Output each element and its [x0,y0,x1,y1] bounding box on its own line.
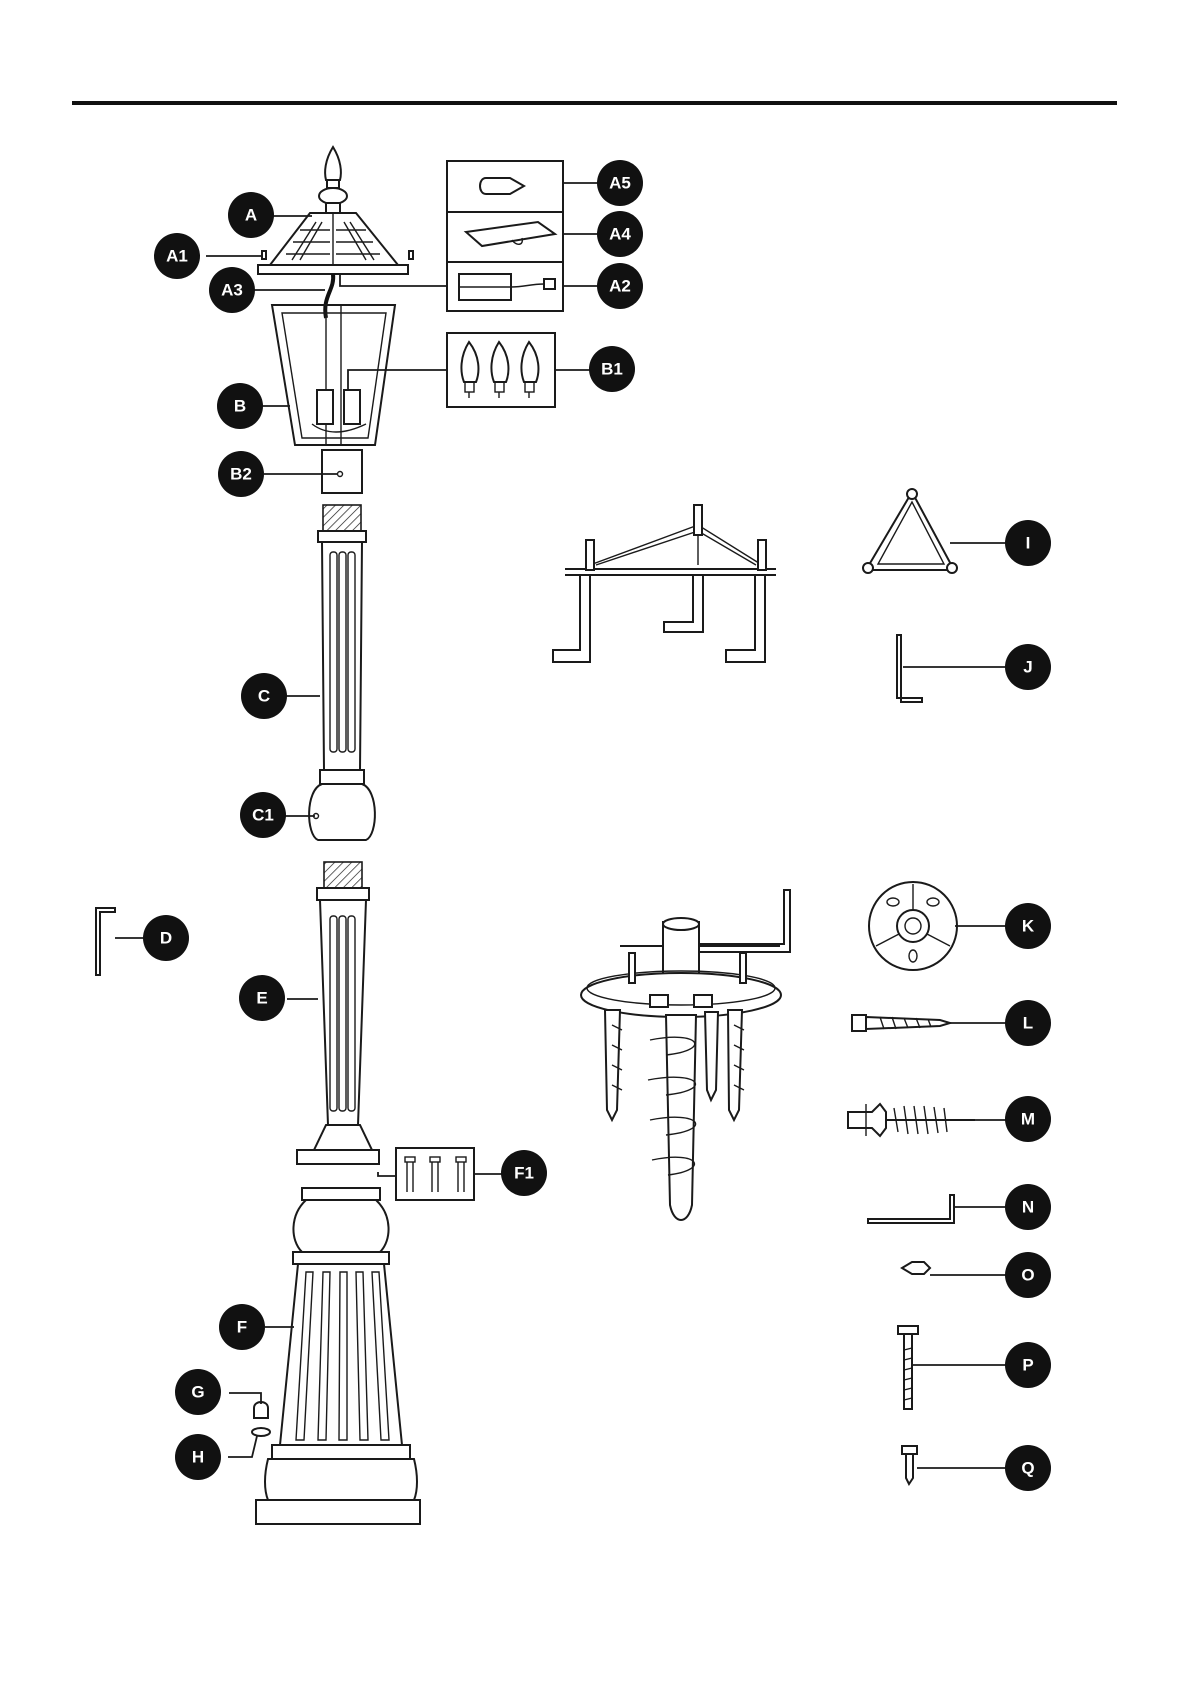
label-B2: B2 [218,451,264,497]
label-K: K [1005,903,1051,949]
screws-box [396,1148,474,1200]
wall-plug [852,1015,950,1031]
label-B1: B1 [589,346,635,392]
label-A5: A5 [597,160,643,206]
label-A4: A4 [597,211,643,257]
label-G: G [175,1369,221,1415]
svg-text:K: K [1022,917,1035,936]
label-C1: C1 [240,792,286,838]
svg-text:A3: A3 [221,281,243,300]
middle-pole [297,862,379,1164]
svg-text:B1: B1 [601,360,623,379]
anchor-screw [848,1104,975,1136]
svg-text:A5: A5 [609,174,631,193]
flange-plate [869,882,957,970]
svg-text:H: H [192,1448,204,1467]
svg-text:A: A [245,206,257,225]
upper-pole [309,505,375,840]
label-L: L [1005,1000,1051,1046]
svg-text:E: E [256,989,267,1008]
svg-text:L: L [1023,1014,1033,1033]
label-Q: Q [1005,1445,1051,1491]
allen-key-large [96,908,115,975]
svg-text:N: N [1022,1198,1034,1217]
triangle-bracket [863,489,957,573]
label-F1: F1 [501,1150,547,1196]
svg-text:C: C [258,687,270,706]
svg-text:B2: B2 [230,465,252,484]
svg-text:C1: C1 [252,806,274,825]
label-P: P [1005,1342,1051,1388]
svg-text:A1: A1 [166,247,188,266]
base-post [256,1188,420,1524]
svg-text:B: B [234,397,246,416]
label-N: N [1005,1184,1051,1230]
svg-text:F: F [237,1318,247,1337]
label-I: I [1005,520,1051,566]
cap-nut [254,1402,268,1418]
label-A3: A3 [209,267,255,313]
label-O: O [1005,1252,1051,1298]
label-M: M [1005,1096,1051,1142]
svg-text:Q: Q [1021,1459,1034,1478]
long-bolt [898,1326,918,1409]
hex-nut [902,1262,930,1274]
ground-anchor [581,890,790,1220]
label-D: D [143,915,189,961]
label-F: F [219,1304,265,1350]
svg-text:F1: F1 [514,1164,534,1183]
lantern-collar [322,450,362,493]
label-A1: A1 [154,233,200,279]
svg-text:M: M [1021,1110,1035,1129]
label-B: B [217,383,263,429]
washer [252,1428,270,1436]
svg-text:G: G [191,1383,204,1402]
svg-text:O: O [1021,1266,1034,1285]
label-A2: A2 [597,263,643,309]
label-J: J [1005,644,1051,690]
svg-text:I: I [1026,534,1031,553]
stake-frame [553,505,776,662]
label-E: E [239,975,285,1021]
svg-text:P: P [1022,1356,1033,1375]
svg-text:A2: A2 [609,277,631,296]
label-H: H [175,1434,221,1480]
solar-lamp-cap [258,147,413,274]
bulbs-box [447,333,555,407]
hex-key-long [868,1195,954,1223]
svg-text:A4: A4 [609,225,631,244]
svg-text:J: J [1023,658,1032,677]
label-C: C [241,673,287,719]
allen-key-small [897,635,922,702]
short-screw [902,1446,917,1484]
svg-text:D: D [160,929,172,948]
accessory-box [447,161,563,311]
lantern-housing [272,305,395,445]
label-A: A [228,192,274,238]
